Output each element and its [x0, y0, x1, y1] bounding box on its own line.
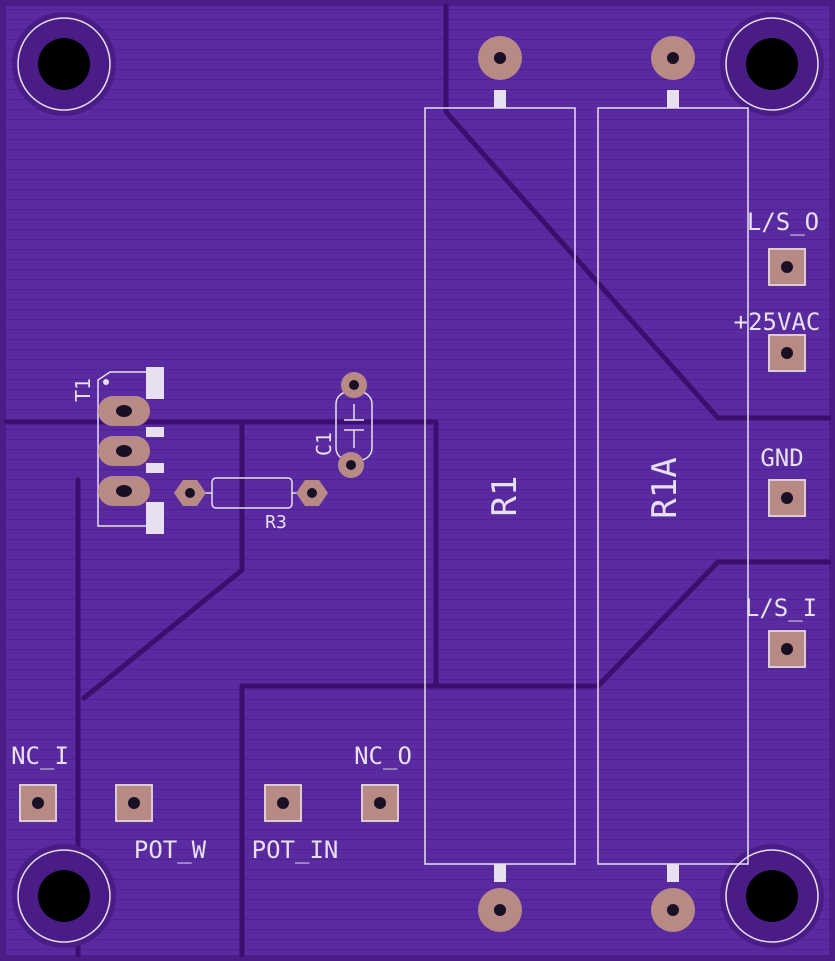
connector-ls-out: L/S_O — [747, 208, 819, 286]
ls-out-label: L/S_O — [747, 208, 819, 236]
connector-pot-w: POT_W — [115, 784, 207, 864]
resistor-r1: R1 — [424, 36, 576, 932]
mounting-hole-bottom-left — [12, 844, 116, 948]
r3-label: R3 — [265, 512, 287, 533]
mounting-hole-bottom-right — [720, 844, 824, 948]
resistor-r1a: R1A — [597, 36, 749, 932]
connector-pot-in: POT_IN — [252, 784, 339, 864]
gnd-label: GND — [760, 444, 803, 472]
nc-in-label: NC_I — [11, 742, 69, 770]
connector-nc-in: NC_I — [11, 742, 69, 822]
c1-label: C1 — [312, 432, 336, 456]
mounting-hole-top-right — [720, 12, 824, 116]
resistor-r3: R3 — [174, 477, 328, 533]
r1a-label: R1A — [645, 457, 685, 518]
t1-label: T1 — [71, 378, 95, 402]
connector-ls-in: L/S_I — [745, 594, 817, 668]
connector-nc-out: NC_O — [354, 742, 412, 822]
nc-out-label: NC_O — [354, 742, 412, 770]
connector-gnd: GND — [760, 444, 806, 517]
connector-25vac: +25VAC — [734, 308, 821, 372]
r1-label: R1 — [485, 476, 525, 517]
ls-in-label: L/S_I — [745, 594, 817, 622]
capacitor-c1: C1 — [312, 372, 373, 478]
vac-label: +25VAC — [734, 308, 821, 336]
mounting-hole-top-left — [12, 12, 116, 116]
transistor-t1: T1 — [71, 367, 164, 534]
pot-in-label: POT_IN — [252, 836, 339, 864]
pot-w-label: POT_W — [134, 836, 207, 864]
